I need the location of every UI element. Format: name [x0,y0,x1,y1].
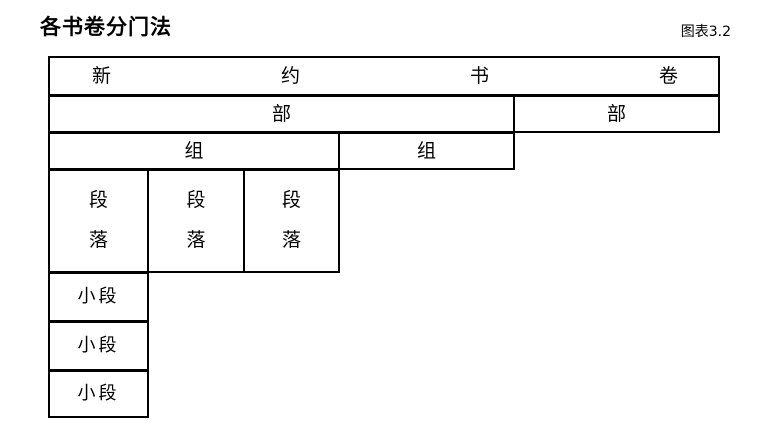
paragraph-cell-2: 段 落 [147,169,245,273]
paragraph-cell-1: 段 落 [48,169,149,273]
group-cell-right: 组 [338,132,515,170]
paragraph-cell-2-line1: 段 [186,188,206,211]
paragraph-cell-1-line2: 落 [88,228,108,251]
paragraph-cell-3-line2: 落 [281,228,301,251]
subparagraph-cell-3-label: 小段 [77,383,120,404]
paragraph-cell-3: 段 落 [243,169,340,273]
paragraph-cell-3-line1: 段 [281,188,301,211]
subparagraph-cell-3: 小段 [48,370,149,418]
section-cell-right: 部 [513,95,720,133]
figure-number-label: 图表3.2 [680,24,731,40]
subparagraph-cell-1-label: 小段 [77,286,120,307]
section-cell-left-label: 部 [271,102,291,125]
paragraph-cell-2-line2: 落 [186,228,206,251]
book-char-2: 约 [280,64,300,87]
subparagraph-cell-2: 小段 [48,321,149,371]
book-char-3: 书 [469,64,489,87]
book-char-1: 新 [92,64,112,87]
group-cell-left: 组 [48,132,340,170]
group-cell-right-label: 组 [416,139,436,162]
group-cell-left-label: 组 [184,139,204,162]
page-header: 各书卷分门法 图表3.2 [0,0,759,52]
book-char-4: 卷 [658,64,678,87]
diagram-row-book: 新 约 书 卷 [48,56,720,96]
subparagraph-cell-1: 小段 [48,272,149,322]
section-cell-left: 部 [48,95,515,133]
paragraph-cell-1-line1: 段 [88,188,108,211]
subparagraph-cell-2-label: 小段 [77,335,120,356]
page-title: 各书卷分门法 [40,15,172,39]
section-cell-right-label: 部 [606,102,626,125]
